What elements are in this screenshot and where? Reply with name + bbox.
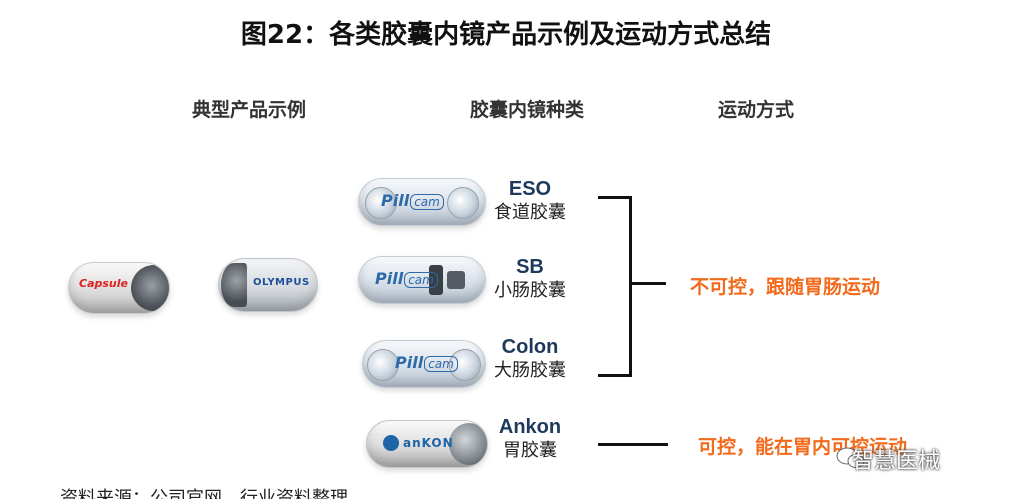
capsule-lens-left bbox=[365, 187, 397, 219]
olympus-brand: OLYMPUS bbox=[253, 277, 310, 288]
figure-title: 图22：各类胶囊内镜产品示例及运动方式总结 bbox=[240, 20, 772, 50]
ankon-connector-line bbox=[598, 443, 668, 446]
bracket-bottom-tick bbox=[598, 374, 632, 377]
bracket-connector bbox=[632, 282, 666, 285]
header-motion: 运动方式 bbox=[718, 99, 795, 121]
wechat-icon bbox=[836, 447, 865, 468]
capsule-lens-left bbox=[367, 349, 399, 381]
type-ankon-cn: 胃胶囊 bbox=[503, 440, 557, 461]
capsule-internals bbox=[447, 271, 465, 289]
olympus-lens bbox=[221, 263, 247, 307]
bracket-vertical bbox=[629, 196, 632, 376]
type-sb-en: SB bbox=[516, 256, 544, 278]
type-ankon-label: Ankon 胃胶囊 bbox=[480, 415, 580, 463]
watermark-text: 智慧医械 bbox=[852, 449, 941, 474]
type-colon-label: Colon 大肠胶囊 bbox=[480, 335, 580, 383]
type-eso-en: ESO bbox=[508, 178, 552, 200]
ankon-logo-icon bbox=[383, 435, 399, 451]
capsule-lens-right bbox=[449, 349, 481, 381]
example-capsule-1: Capsule bbox=[68, 262, 170, 314]
type-eso-label: ESO 食道胶囊 bbox=[480, 177, 580, 225]
type-colon-en: Colon bbox=[501, 336, 559, 358]
type-sb-cn: 小肠胶囊 bbox=[494, 280, 566, 301]
header-types: 胶囊内镜种类 bbox=[470, 99, 585, 121]
ankon-lens bbox=[449, 423, 487, 465]
ankon-capsule: anKON bbox=[366, 420, 488, 468]
type-sb-label: SB 小肠胶囊 bbox=[480, 255, 580, 303]
type-eso-cn: 食道胶囊 bbox=[494, 202, 566, 223]
type-colon-cn: 大肠胶囊 bbox=[494, 360, 566, 381]
capsule-lens-right bbox=[447, 187, 479, 219]
red-logo-icon: Capsule bbox=[79, 277, 128, 290]
capsule-lens bbox=[131, 265, 169, 311]
example-capsule-olympus: OLYMPUS bbox=[218, 258, 318, 312]
source-footnote: 资料来源：公司官网，行业资料整理 bbox=[60, 488, 348, 499]
header-examples: 典型产品示例 bbox=[192, 99, 307, 121]
type-ankon-en: Ankon bbox=[498, 416, 562, 438]
bracket-top-tick bbox=[598, 196, 632, 199]
ankon-brand: anKON bbox=[403, 436, 454, 450]
motion-uncontrolled: 不可控，跟随胃肠运动 bbox=[690, 276, 881, 298]
